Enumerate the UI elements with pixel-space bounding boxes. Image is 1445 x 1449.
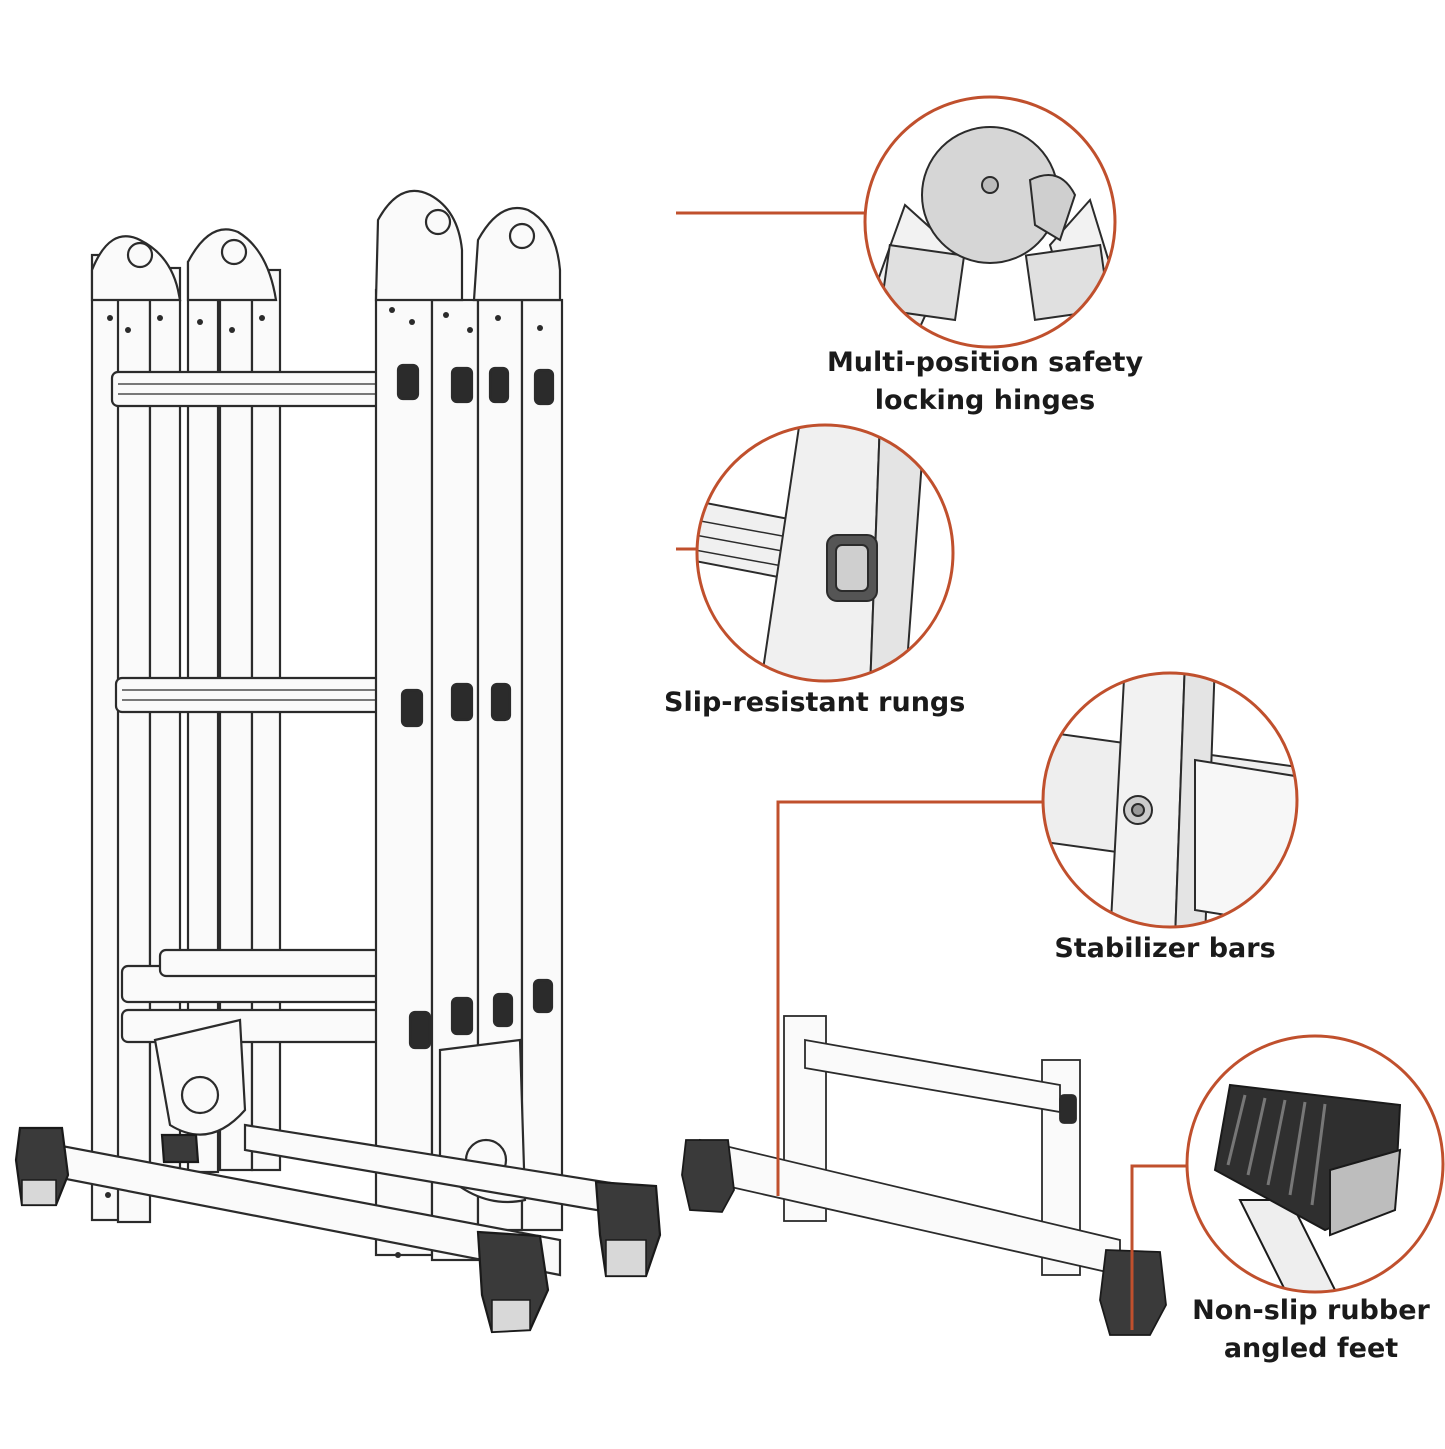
rail-section: [758, 425, 882, 681]
stabilizer-detail-circle: [1041, 671, 1299, 929]
detail-rubber-foot: [681, 1139, 735, 1213]
base-detail-illustration: [681, 1015, 1167, 1336]
callout-line-stabilizer: [776, 800, 1042, 1196]
hinge-cap: [374, 189, 464, 302]
ladder-rail: [520, 298, 564, 1232]
hinge-pivot: [126, 241, 154, 269]
foot-tread: [491, 1299, 531, 1333]
hinges-caption-line2: locking hinges: [874, 385, 1096, 416]
feet-detail-circle: [1185, 1034, 1445, 1294]
detail-lock-slot: [1059, 1094, 1077, 1124]
hinge-pin: [981, 176, 999, 194]
callout-ring: [1185, 1034, 1445, 1294]
ladder-rung: [114, 676, 390, 714]
ladder-rung: [120, 1008, 386, 1044]
ladder-rail: [374, 288, 434, 1257]
foot-tread: [21, 1179, 57, 1206]
hinge-cap: [472, 206, 562, 302]
feet-caption-line1: Non-slip rubber: [1192, 1295, 1430, 1326]
rung-lock-insert: [835, 544, 869, 592]
stabilizer-bracket: [1194, 758, 1297, 927]
hinge-plate: [879, 244, 966, 322]
ladder-rail: [116, 260, 152, 1224]
foot-tread: [1329, 1148, 1402, 1237]
ladder-rung: [158, 948, 392, 978]
callout-line-feet: [1130, 1164, 1188, 1330]
hinge-cap: [90, 235, 182, 302]
rungs-caption-text: Slip-resistant rungs: [664, 687, 966, 718]
stabilizer-caption-text: Stabilizer bars: [1054, 933, 1276, 964]
lock-slots: [396, 363, 555, 1050]
ladder-rung: [110, 370, 386, 408]
hinges-caption: Multi-position safety locking hinges: [800, 344, 1170, 420]
callout-ring: [695, 423, 955, 683]
feet-caption-line2: angled feet: [1223, 1333, 1399, 1364]
stabilizer-bolt-center: [1131, 803, 1145, 817]
foot-tread: [605, 1239, 647, 1277]
foot-ridges: [1226, 1094, 1327, 1206]
hinge-pivot: [180, 1075, 220, 1115]
hinges-caption-line1: Multi-position safety: [826, 347, 1144, 378]
rungs-detail-circle: [695, 423, 955, 683]
rungs-caption: Slip-resistant rungs: [664, 684, 984, 722]
hinge-pivot: [508, 222, 536, 250]
callout-lines: [676, 211, 1188, 1330]
ladder-rail: [90, 253, 122, 1222]
callout-ring: [1041, 671, 1299, 929]
detail-rung: [804, 1038, 1061, 1114]
folding-ladder-illustration: [14, 189, 662, 1334]
hinge-pivot: [424, 208, 452, 236]
hinge-plate: [1024, 243, 1111, 321]
hinge-pivot: [220, 238, 248, 266]
stabilizer-caption: Stabilizer bars: [1030, 930, 1300, 968]
hinge-detail-circle: [863, 95, 1117, 349]
rail-section: [868, 425, 927, 681]
callout-ring: [863, 95, 1117, 349]
hinge-lock-lever: [1028, 174, 1077, 242]
feet-caption: Non-slip rubber angled feet: [1176, 1292, 1445, 1368]
